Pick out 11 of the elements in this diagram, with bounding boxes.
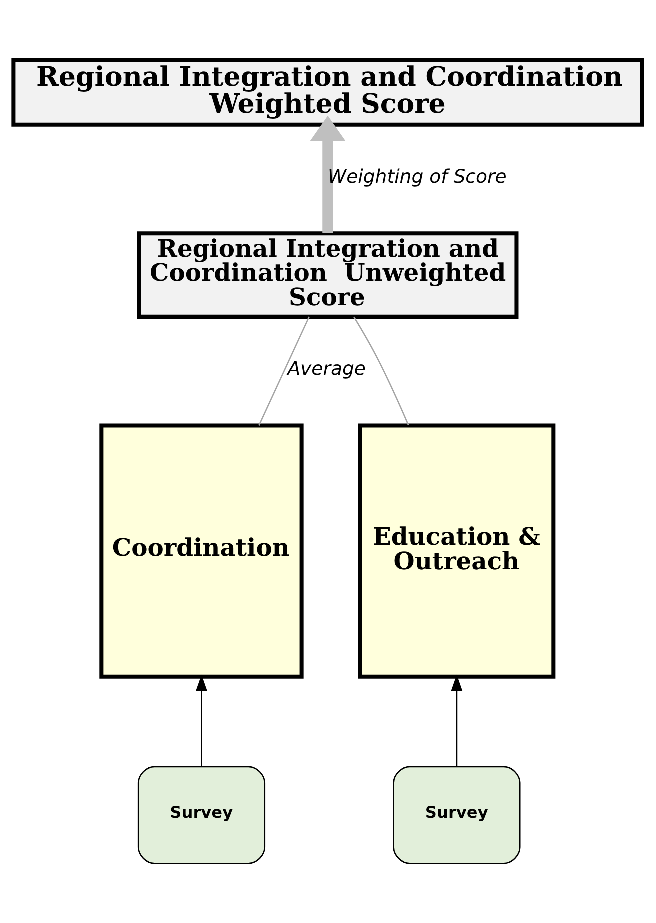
node-box: Survey xyxy=(138,766,266,864)
node-box: Regional Integration and Coordination Weighted Score xyxy=(12,58,644,126)
edge-label: Average xyxy=(288,358,366,380)
node-box: Education & Outreach xyxy=(358,423,556,678)
node-box: Regional Integration and Coordination Unweighted Score xyxy=(137,231,519,318)
connector xyxy=(354,316,410,426)
edge-label: Weighting of Score xyxy=(328,166,507,188)
arrow xyxy=(310,115,346,234)
node-box: Survey xyxy=(393,766,521,864)
node-box: Coordination xyxy=(100,423,304,678)
connector xyxy=(258,316,310,426)
